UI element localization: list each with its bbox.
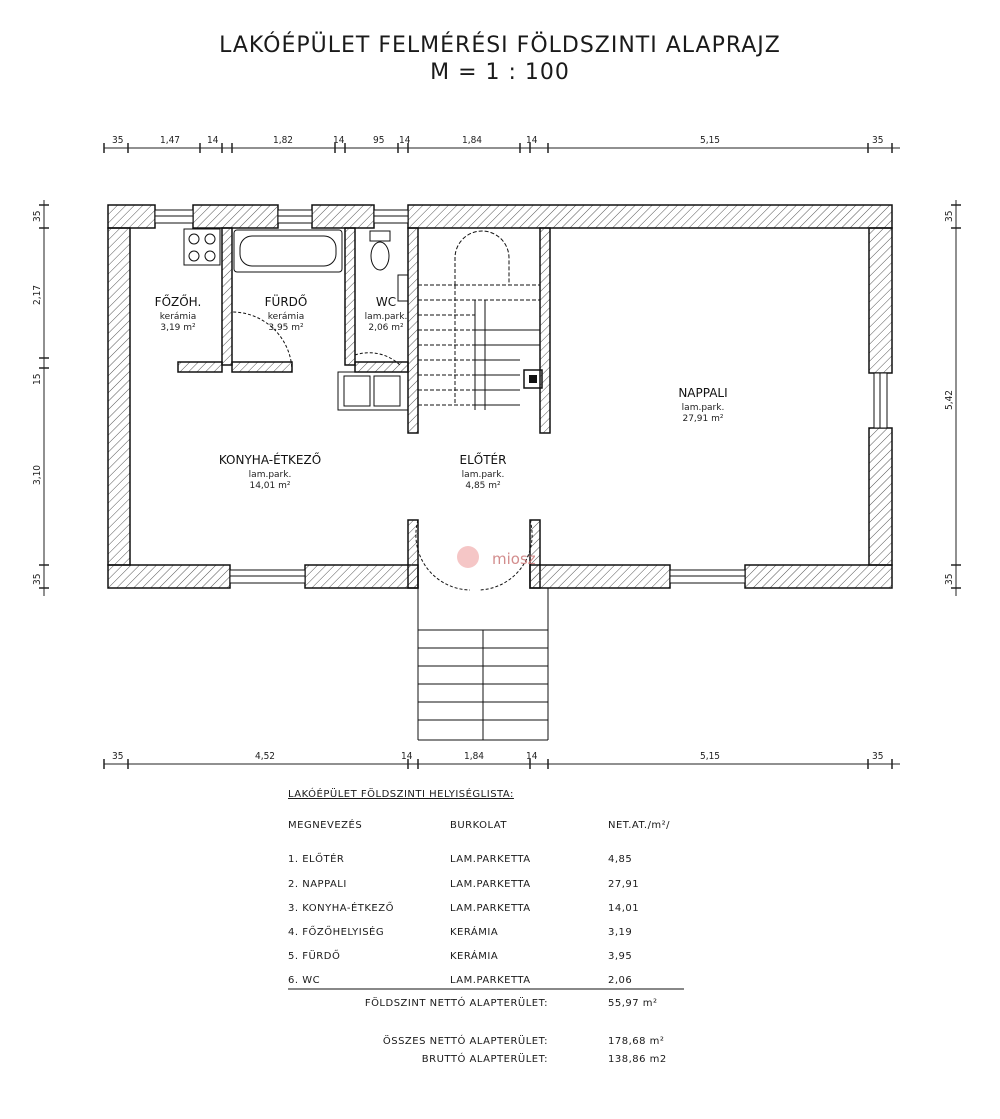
drawing-title: LAKÓÉPÜLET FELMÉRÉSI FÖLDSZINTI ALAPRAJZ — [219, 33, 781, 58]
dim-top-5: 14 — [333, 135, 345, 146]
row-floor: KERÁMIA — [450, 927, 499, 938]
room-nappali-area: 27,91 m² — [682, 414, 723, 424]
row-name: 6. WC — [288, 975, 321, 986]
dim-top-4: 1,82 — [273, 135, 293, 146]
row-name: 5. FÜRDŐ — [288, 951, 341, 962]
row-area: 3,19 — [608, 927, 633, 938]
dim-bottom-3: 14 — [401, 751, 413, 762]
row-area: 4,85 — [608, 854, 633, 865]
dim-bottom-6: 5,15 — [700, 751, 720, 762]
room-fozo-area: 3,19 m² — [160, 323, 196, 333]
row-name: 4. FŐZŐHELYISÉG — [288, 927, 385, 938]
ground-floor-net-label: FÖLDSZINT NETTÓ ALAPTERÜLET: — [364, 998, 548, 1009]
right-dimension-chain — [951, 200, 961, 596]
drawing-scale: M = 1 : 100 — [430, 60, 570, 85]
sink-icon — [337, 371, 409, 411]
walls — [107, 204, 893, 589]
row-floor: LAM.PARKETTA — [450, 903, 531, 914]
room-fozo-name: FŐZŐH. — [155, 294, 202, 309]
row-floor: LAM.PARKETTA — [450, 879, 531, 890]
gross-label: BRUTTÓ ALAPTERÜLET: — [421, 1054, 548, 1065]
room-nappali-name: NAPPALI — [678, 386, 727, 400]
staircase-solid — [474, 300, 540, 410]
dim-bottom-4: 1,84 — [464, 751, 484, 762]
row-area: 2,06 — [608, 975, 633, 986]
room-eloter-name: ELŐTÉR — [460, 452, 507, 467]
room-wc-name: WC — [376, 295, 396, 309]
stove-icon — [183, 228, 221, 266]
room-eloter-area: 4,85 m² — [465, 481, 501, 491]
dim-top-11: 35 — [872, 135, 883, 146]
watermark-text: miosz — [492, 550, 536, 568]
dim-left-4: 3,10 — [32, 465, 43, 485]
windows — [154, 209, 888, 584]
room-konyha-name: KONYHA-ÉTKEZŐ — [219, 452, 321, 467]
bottom-dimension-chain — [103, 759, 900, 769]
header-area: NET.AT./m²/ — [608, 820, 671, 831]
header-floor: BURKOLAT — [450, 820, 507, 831]
left-dimension-chain — [39, 200, 49, 596]
dim-top-6: 95 — [373, 135, 384, 146]
row-name: 1. ELŐTÉR — [288, 854, 345, 865]
row-area: 27,91 — [608, 879, 640, 890]
dim-top-10: 5,15 — [700, 135, 720, 146]
total-net-label: ÖSSZES NETTÓ ALAPTERÜLET: — [382, 1036, 548, 1047]
room-furdo-name: FÜRDŐ — [265, 293, 308, 309]
dim-left-1: 35 — [32, 211, 43, 222]
room-furdo-area: 3,95 m² — [268, 323, 304, 333]
watermark: miosz — [457, 546, 536, 568]
dim-top-1: 35 — [112, 135, 123, 146]
dim-left-3: 15 — [32, 374, 43, 385]
room-furdo-floor: kerámia — [268, 312, 304, 322]
room-konyha-area: 14,01 m² — [249, 481, 290, 491]
dim-top-7: 14 — [399, 135, 411, 146]
ground-floor-net-value: 55,97 m² — [608, 998, 658, 1009]
entrance-stairs — [417, 588, 549, 741]
row-name: 2. NAPPALI — [288, 879, 347, 890]
dim-right-3: 35 — [944, 574, 955, 585]
toilet-icon — [369, 230, 391, 271]
room-eloter-floor: lam.park. — [462, 470, 505, 480]
dim-top-3: 14 — [207, 135, 219, 146]
dim-bottom-2: 4,52 — [255, 751, 275, 762]
row-floor: LAM.PARKETTA — [450, 854, 531, 865]
dim-bottom-5: 14 — [526, 751, 538, 762]
top-dimension-chain — [103, 143, 900, 153]
room-wc-area: 2,06 m² — [368, 323, 404, 333]
dim-top-8: 1,84 — [462, 135, 482, 146]
dim-top-2: 1,47 — [160, 135, 180, 146]
dim-bottom-1: 35 — [112, 751, 123, 762]
room-nappali-floor: lam.park. — [682, 403, 725, 413]
dim-right-1: 35 — [944, 211, 955, 222]
chimney-icon — [523, 369, 543, 389]
header-name: MEGNEVEZÉS — [288, 820, 363, 831]
bathtub-icon — [233, 229, 343, 273]
room-wc-floor: lam.park. — [365, 312, 408, 322]
row-area: 3,95 — [608, 951, 633, 962]
room-konyha-floor: lam.park. — [249, 470, 292, 480]
dim-left-5: 35 — [32, 574, 43, 585]
gross-value: 138,86 m2 — [608, 1054, 667, 1065]
row-floor: KERÁMIA — [450, 951, 499, 962]
room-fozo-floor: kerámia — [160, 312, 196, 322]
row-name: 3. KONYHA-ÉTKEZŐ — [288, 903, 394, 914]
washbasin-icon — [397, 274, 409, 302]
dim-top-9: 14 — [526, 135, 538, 146]
room-list-title: LAKÓÉPÜLET FÖLDSZINTI HELYISÉGLISTA: — [288, 789, 514, 800]
row-area: 14,01 — [608, 903, 640, 914]
row-floor: LAM.PARKETTA — [450, 975, 531, 986]
staircase — [418, 230, 540, 406]
door-swings — [231, 311, 533, 591]
total-net-value: 178,68 m² — [608, 1036, 665, 1047]
dim-right-2: 5,42 — [944, 390, 955, 410]
dim-bottom-7: 35 — [872, 751, 883, 762]
dim-left-2: 2,17 — [32, 285, 43, 305]
